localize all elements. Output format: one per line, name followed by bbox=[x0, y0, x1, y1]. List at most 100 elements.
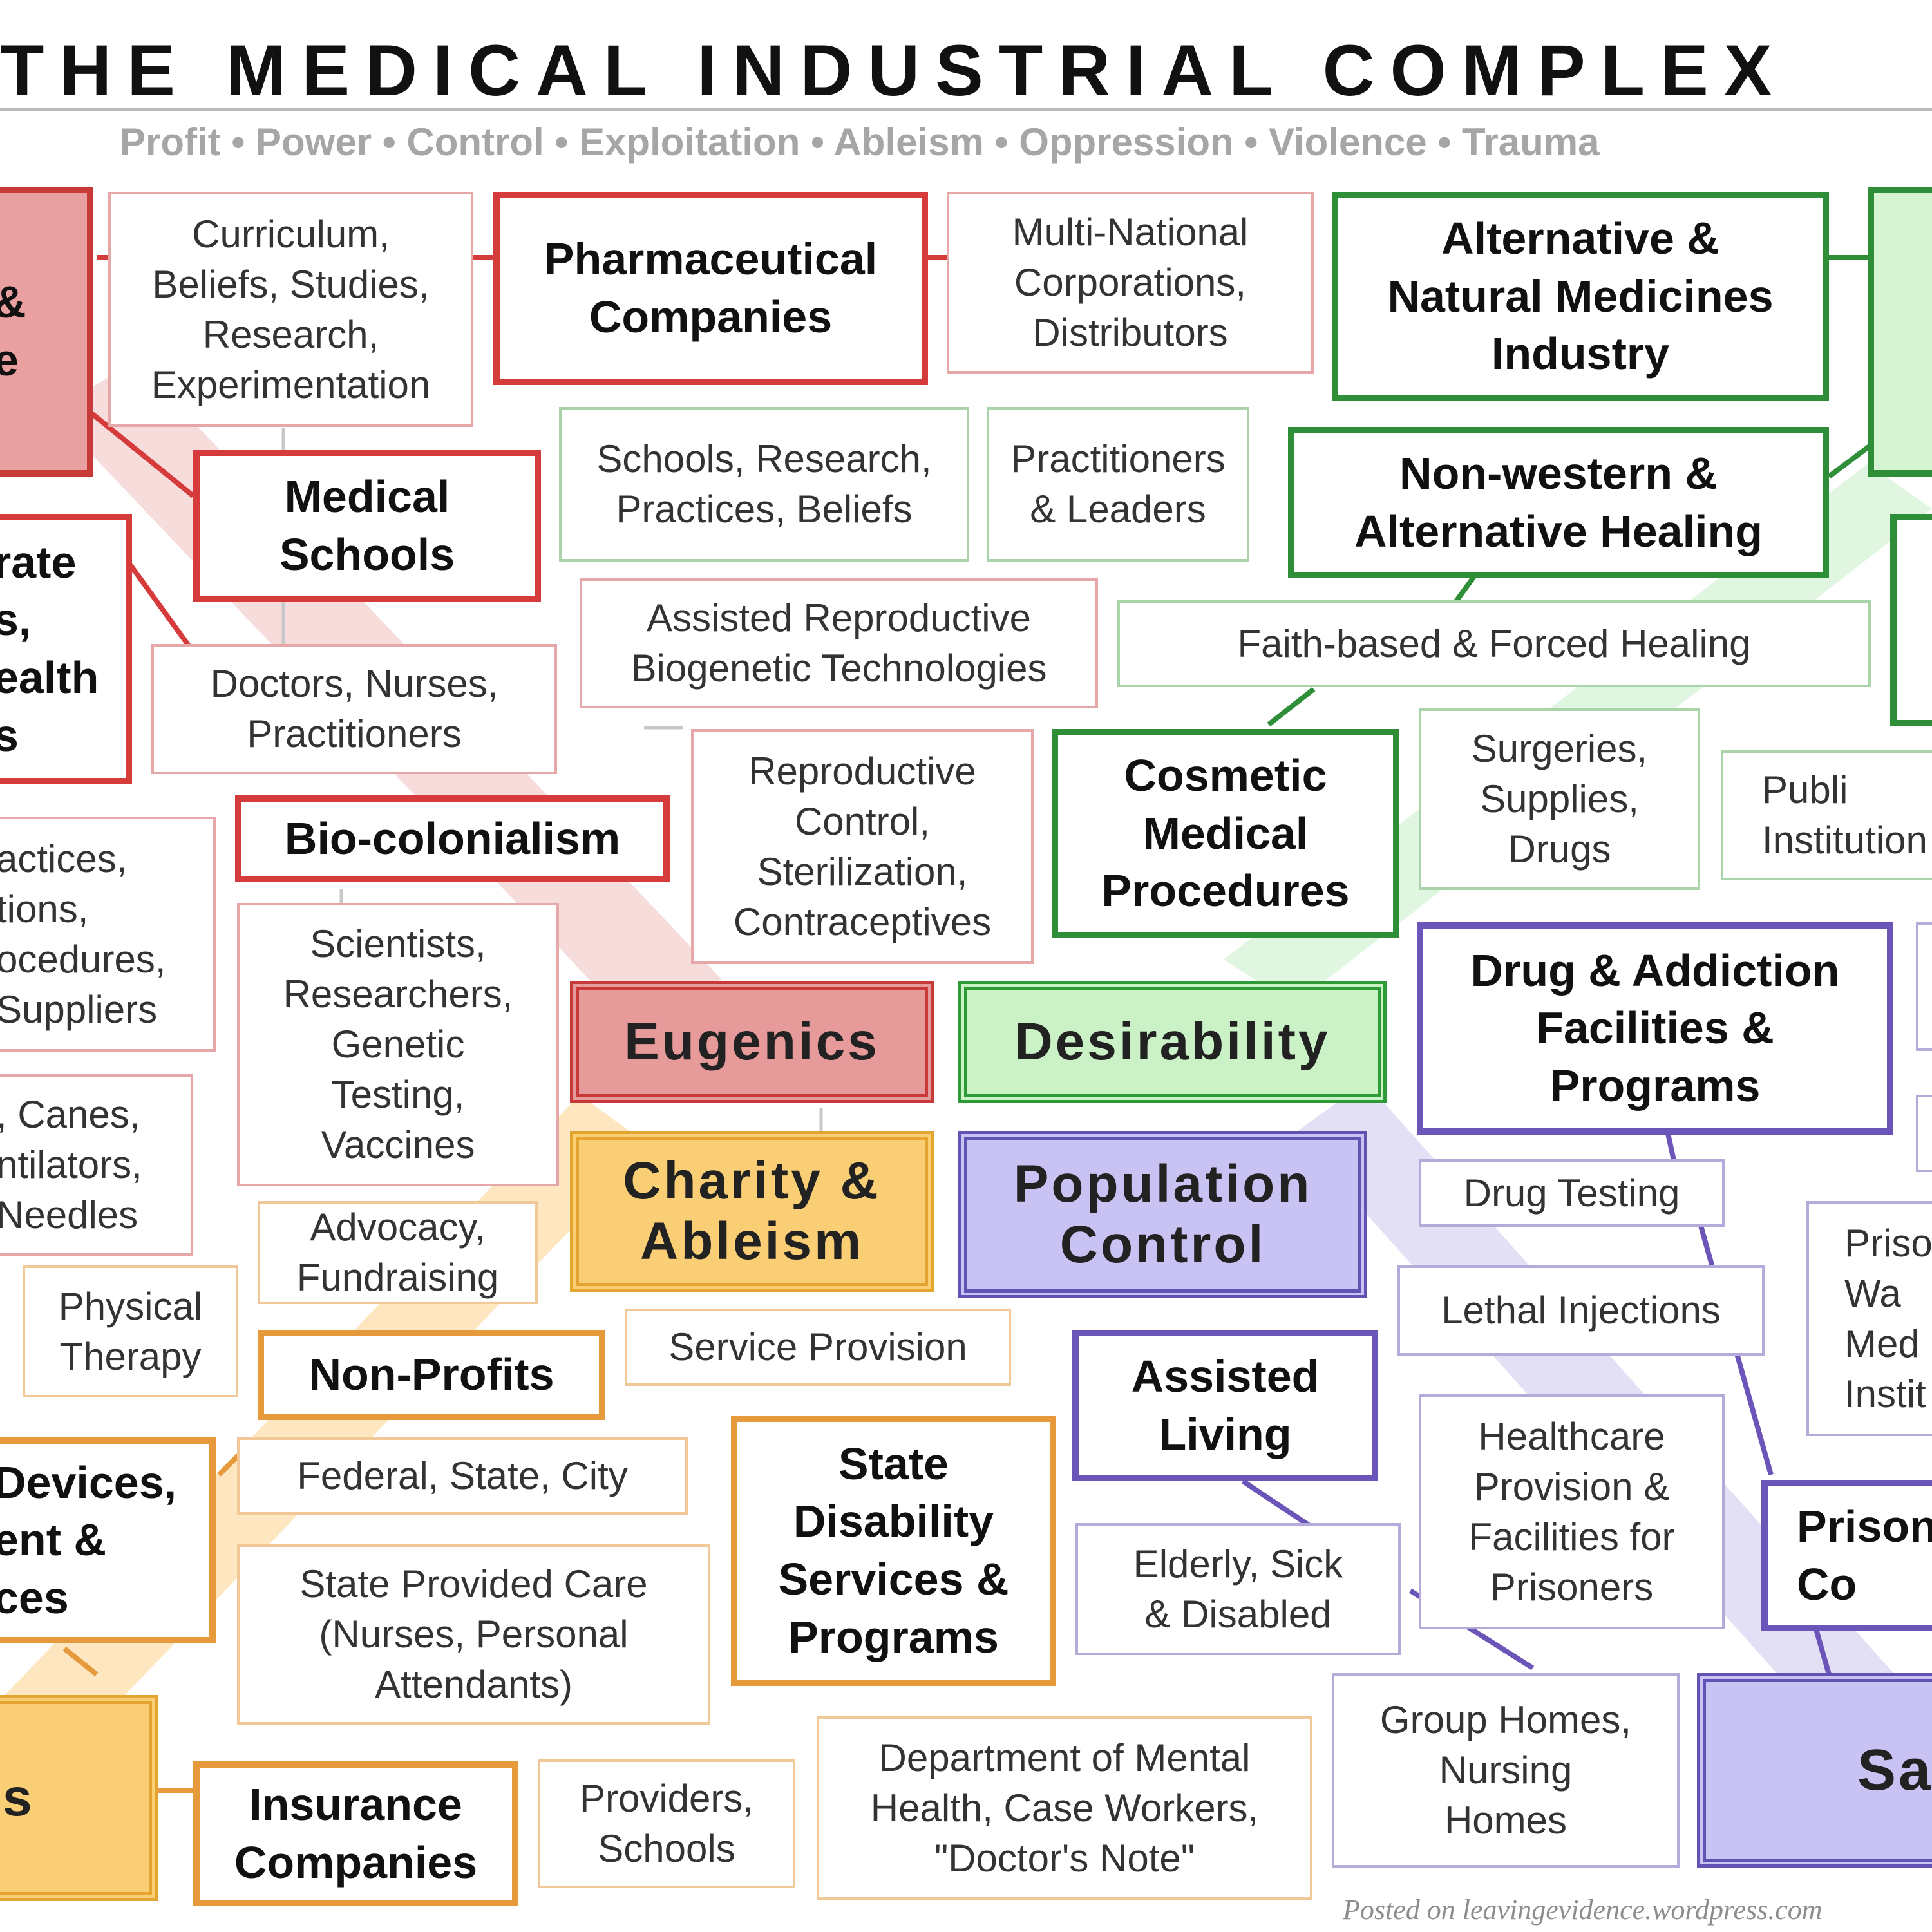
surgeries-box: Surgeries, Supplies, Drugs bbox=[1419, 708, 1700, 890]
alternative-medicines-label: Alternative & Natural Medicines Industry bbox=[1387, 213, 1774, 379]
sa-partial-label: Sa bbox=[1857, 1738, 1932, 1803]
eugenics-box: Eugenics bbox=[570, 981, 934, 1103]
page-subtitle: Profit • Power • Control • Exploitation … bbox=[120, 120, 1600, 164]
providers-schools-label: Providers, Schools bbox=[579, 1777, 754, 1870]
charity-ableism-label: Charity & Ableism bbox=[623, 1151, 881, 1271]
public-institutions-partial-box: Publi Institution bbox=[1721, 750, 1932, 880]
assisted-living-box: Assisted Living bbox=[1072, 1330, 1378, 1481]
red-left-mid-partial-box: rate s, ealth s bbox=[0, 514, 132, 784]
red-left-top-partial-label: & e bbox=[0, 277, 26, 385]
page-title: THE MEDICAL INDUSTRIAL COMPLEX bbox=[0, 30, 1788, 111]
physical-therapy-label: Physical Therapy bbox=[58, 1284, 203, 1378]
charity-ableism-box: Charity & Ableism bbox=[570, 1131, 934, 1292]
title-divider bbox=[0, 108, 1932, 111]
green-right-partial-box bbox=[1868, 187, 1932, 477]
state-provided-care-box: State Provided Care (Nurses, Personal At… bbox=[237, 1544, 710, 1725]
pharmaceutical-companies-box: Pharmaceutical Companies bbox=[493, 192, 928, 385]
bio-colonialism-box: Bio-colonialism bbox=[235, 795, 670, 882]
sa-partial-box: Sa bbox=[1697, 1673, 1932, 1868]
scientists-label: Scientists, Researchers, Genetic Testing… bbox=[283, 922, 513, 1166]
non-profits-label: Non-Profits bbox=[308, 1349, 554, 1400]
lethal-injections-label: Lethal Injections bbox=[1441, 1289, 1721, 1332]
non-profits-box: Non-Profits bbox=[258, 1330, 605, 1420]
elderly-sick-label: Elderly, Sick & Disabled bbox=[1133, 1542, 1343, 1636]
healthcare-prisoners-box: Healthcare Provision & Facilities for Pr… bbox=[1419, 1394, 1725, 1629]
curriculum-label: Curriculum, Beliefs, Studies, Research, … bbox=[151, 212, 431, 406]
state-disability-label: State Disability Services & Programs bbox=[778, 1438, 1009, 1662]
purple-right-top-partial-box bbox=[1916, 922, 1932, 1051]
schools-research-label: Schools, Research, Practices, Beliefs bbox=[596, 437, 932, 531]
population-control-label: Population Control bbox=[1013, 1155, 1312, 1274]
cosmetic-procedures-box: Cosmetic Medical Procedures bbox=[1052, 729, 1399, 938]
reproductive-control-box: Reproductive Control, Sterilization, Con… bbox=[691, 729, 1034, 964]
practitioners-leaders-box: Practitioners & Leaders bbox=[987, 407, 1249, 562]
desirability-label: Desirability bbox=[1014, 1012, 1331, 1071]
canes-partial-box: , Canes, ntilators, Needles bbox=[0, 1074, 193, 1256]
reproductive-control-label: Reproductive Control, Sterilization, Con… bbox=[733, 749, 992, 943]
assisted-reproductive-label: Assisted Reproductive Biogenetic Technol… bbox=[630, 596, 1047, 690]
advocacy-fundraising-box: Advocacy, Fundraising bbox=[258, 1201, 538, 1304]
curriculum-box: Curriculum, Beliefs, Studies, Research, … bbox=[108, 192, 473, 427]
doctors-nurses-box: Doctors, Nurses, Practitioners bbox=[151, 644, 557, 774]
lethal-injections-box: Lethal Injections bbox=[1397, 1265, 1765, 1356]
green-right-mid-partial-box bbox=[1890, 514, 1932, 726]
surgeries-label: Surgeries, Supplies, Drugs bbox=[1471, 727, 1648, 871]
prisons-partial-box: Prison Co bbox=[1761, 1480, 1932, 1631]
devices-partial-label: Devices, ent & ces bbox=[0, 1457, 177, 1623]
desirability-box: Desirability bbox=[958, 981, 1387, 1103]
orange-left-bottom-partial-box: s bbox=[0, 1695, 158, 1901]
medical-schools-box: Medical Schools bbox=[193, 450, 541, 602]
physical-therapy-box: Physical Therapy bbox=[23, 1265, 238, 1397]
orange-left-bottom-partial-label: s bbox=[3, 1768, 35, 1827]
assisted-living-label: Assisted Living bbox=[1131, 1350, 1320, 1459]
bio-colonialism-label: Bio-colonialism bbox=[284, 813, 621, 864]
public-institutions-partial-label: Publi Institution bbox=[1762, 768, 1927, 862]
scientists-box: Scientists, Researchers, Genetic Testing… bbox=[237, 903, 559, 1186]
drug-testing-label: Drug Testing bbox=[1463, 1171, 1680, 1215]
multinational-label: Multi-National Corporations, Distributor… bbox=[1012, 211, 1249, 354]
eugenics-label: Eugenics bbox=[624, 1012, 880, 1071]
elderly-sick-box: Elderly, Sick & Disabled bbox=[1075, 1523, 1401, 1655]
multinational-box: Multi-National Corporations, Distributor… bbox=[947, 192, 1314, 374]
state-disability-box: State Disability Services & Programs bbox=[731, 1416, 1056, 1686]
prison-partial-label: Priso Wa Med Instit bbox=[1844, 1221, 1932, 1416]
practices-partial-box: actices, tions, ocedures, Suppliers bbox=[0, 817, 216, 1052]
healthcare-prisoners-label: Healthcare Provision & Facilities for Pr… bbox=[1468, 1414, 1675, 1609]
canes-partial-label: , Canes, ntilators, Needles bbox=[0, 1093, 142, 1236]
alternative-medicines-box: Alternative & Natural Medicines Industry bbox=[1332, 192, 1829, 401]
red-left-mid-partial-label: rate s, ealth s bbox=[0, 536, 99, 761]
population-control-box: Population Control bbox=[958, 1131, 1367, 1298]
federal-state-city-box: Federal, State, City bbox=[237, 1437, 688, 1515]
practitioners-leaders-label: Practitioners & Leaders bbox=[1010, 437, 1226, 531]
non-western-healing-box: Non-western & Alternative Healing bbox=[1288, 427, 1829, 578]
medical-schools-label: Medical Schools bbox=[279, 471, 455, 580]
faith-based-label: Faith-based & Forced Healing bbox=[1237, 621, 1751, 665]
prisons-partial-label: Prison Co bbox=[1797, 1501, 1932, 1609]
insurance-companies-label: Insurance Companies bbox=[234, 1779, 478, 1888]
federal-state-city-label: Federal, State, City bbox=[297, 1454, 628, 1497]
group-homes-label: Group Homes, Nursing Homes bbox=[1379, 1698, 1632, 1842]
service-provision-box: Service Provision bbox=[625, 1309, 1011, 1386]
insurance-companies-box: Insurance Companies bbox=[193, 1761, 518, 1906]
devices-partial-box: Devices, ent & ces bbox=[0, 1437, 216, 1643]
advocacy-fundraising-label: Advocacy, Fundraising bbox=[296, 1206, 499, 1299]
red-left-top-partial-box: & e bbox=[0, 187, 93, 477]
doctors-nurses-label: Doctors, Nurses, Practitioners bbox=[210, 662, 498, 755]
footer-credit[interactable]: Posted on leavingevidence.wordpress.com bbox=[1343, 1894, 1823, 1926]
non-western-healing-label: Non-western & Alternative Healing bbox=[1354, 448, 1763, 556]
service-provision-label: Service Provision bbox=[668, 1325, 967, 1368]
department-mental-health-label: Department of Mental Health, Case Worker… bbox=[870, 1736, 1259, 1880]
practices-partial-label: actices, tions, ocedures, Suppliers bbox=[0, 837, 166, 1031]
faith-based-box: Faith-based & Forced Healing bbox=[1117, 600, 1871, 687]
drug-addiction-box: Drug & Addiction Facilities & Programs bbox=[1417, 922, 1893, 1135]
department-mental-health-box: Department of Mental Health, Case Worker… bbox=[817, 1716, 1312, 1900]
state-provided-care-label: State Provided Care (Nurses, Personal At… bbox=[299, 1562, 648, 1706]
group-homes-box: Group Homes, Nursing Homes bbox=[1332, 1673, 1680, 1868]
schools-research-box: Schools, Research, Practices, Beliefs bbox=[559, 407, 969, 562]
providers-schools-box: Providers, Schools bbox=[538, 1759, 795, 1888]
cosmetic-procedures-label: Cosmetic Medical Procedures bbox=[1101, 750, 1350, 916]
pharmaceutical-companies-label: Pharmaceutical Companies bbox=[544, 234, 878, 342]
purple-right-mid-partial-box bbox=[1916, 1095, 1932, 1172]
drug-addiction-label: Drug & Addiction Facilities & Programs bbox=[1470, 945, 1840, 1111]
